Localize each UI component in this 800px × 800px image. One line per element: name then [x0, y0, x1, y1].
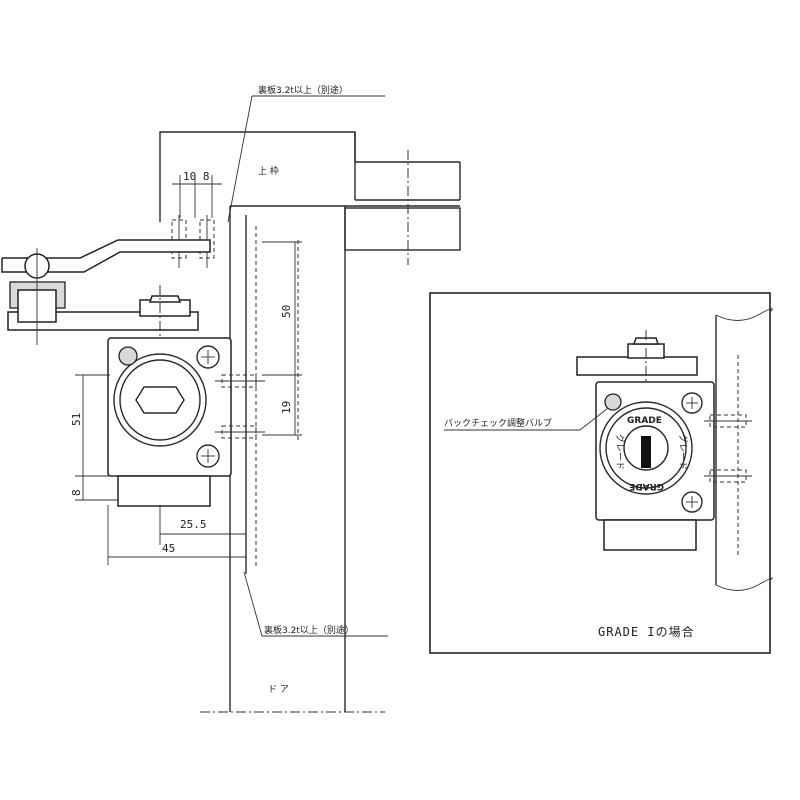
valve-leader: [579, 407, 609, 431]
closer-arm: [1, 239, 211, 345]
top-note-label: 裏板3.2t以上（別途）: [258, 84, 348, 96]
valve-screw-icon: [118, 346, 138, 366]
dimension-51-8: [75, 374, 118, 501]
dial-text-left: グレード: [614, 434, 626, 470]
dimension-10-8: [172, 175, 222, 218]
grade-caption: GRADE Iの場合: [598, 624, 695, 639]
dimension-51-text: 51: [70, 413, 83, 426]
dimension-8-text: 8: [70, 489, 83, 496]
dimension-19-text: 19: [280, 401, 293, 414]
valve-label: バックチェック調整バルブ: [444, 417, 552, 429]
door-label: ド ア: [268, 685, 289, 695]
grade-detail-panel: [429, 292, 773, 654]
frame-label: 上 枠: [258, 165, 279, 177]
dial-text-bottom: GRADE: [629, 481, 664, 491]
dimension-45-text: 45: [162, 542, 175, 555]
dimension-10-8-text: 10 8: [183, 170, 210, 183]
dial-text-right: グレード: [677, 434, 689, 470]
dimension-50-19: [262, 241, 302, 436]
bottom-note-label: 裏板3.2t以上（別途）: [264, 624, 354, 636]
dial-text-top: GRADE: [627, 416, 662, 426]
top-note-leader: [227, 95, 253, 223]
closer-body: [107, 337, 265, 507]
dimension-25-5-text: 25.5: [180, 518, 207, 531]
detail-valve-screw-icon: [604, 393, 622, 411]
dimension-25-5-45: [107, 505, 246, 565]
dimension-50-text: 50: [280, 305, 293, 318]
bottom-note-leader: [243, 571, 263, 637]
door-body: [229, 206, 346, 712]
